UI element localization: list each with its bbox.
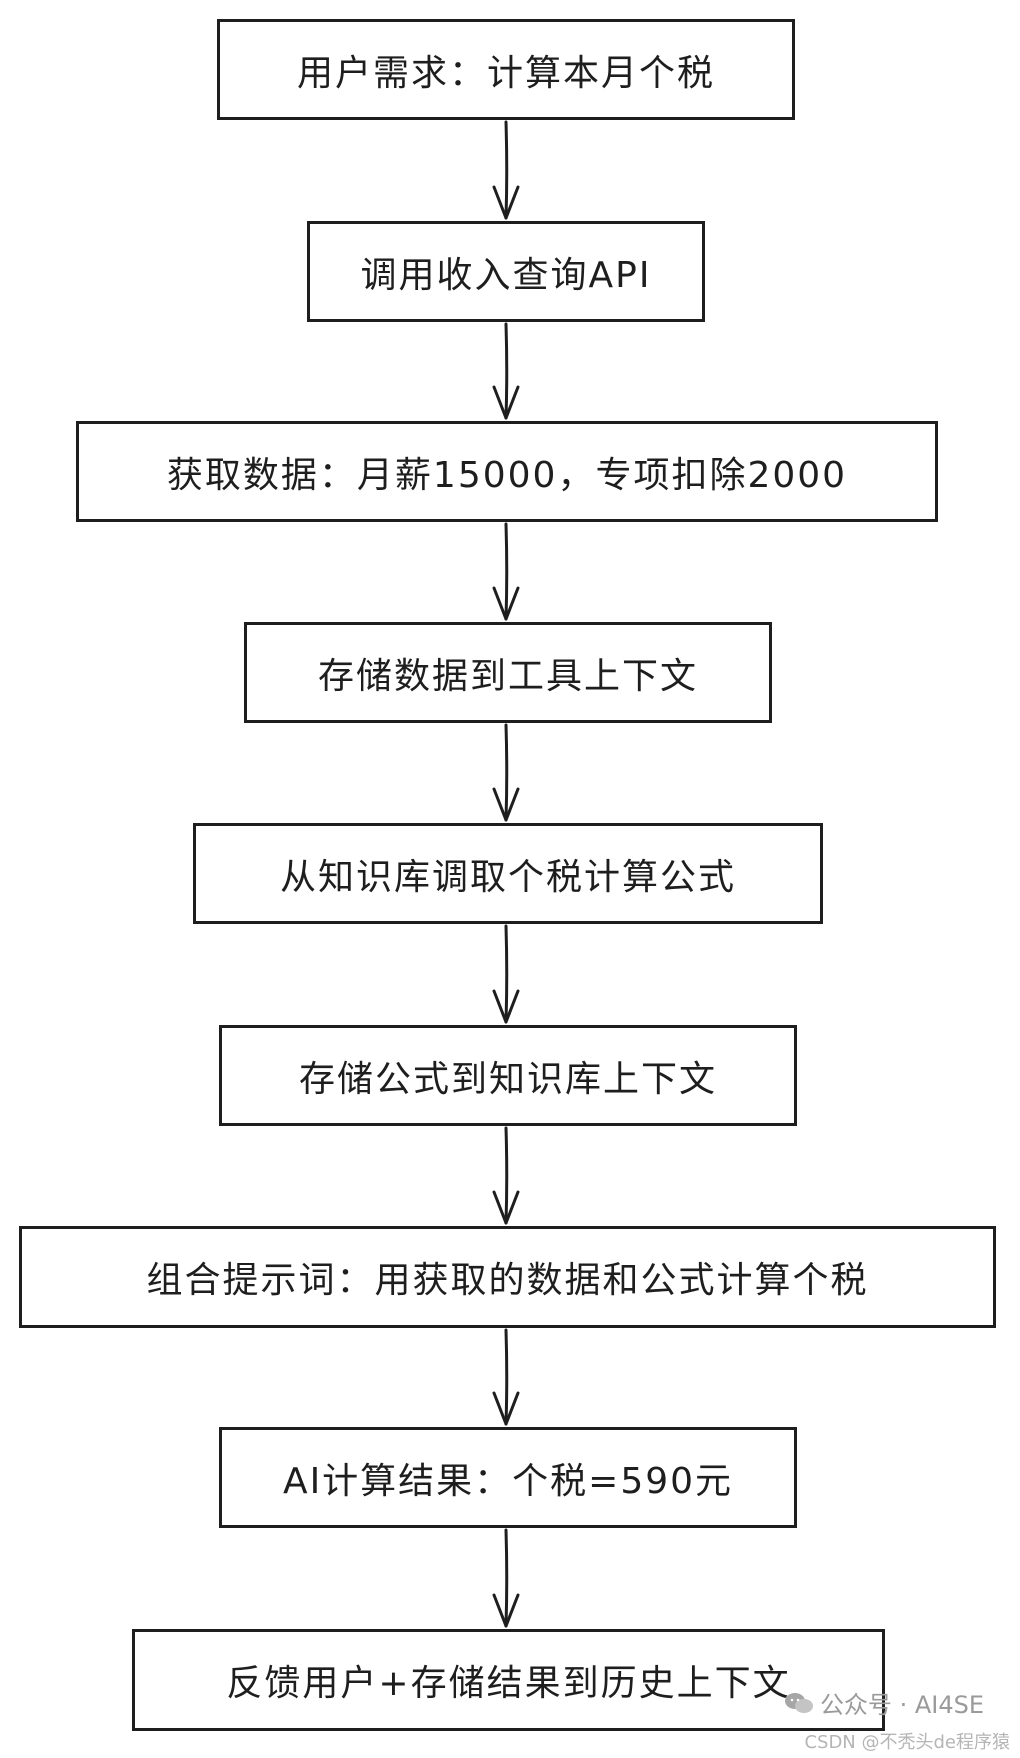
flow-step-8: AI计算结果：个税=590元 xyxy=(219,1427,797,1528)
flow-step-2-label: 调用收入查询API xyxy=(360,254,652,296)
flow-step-6: 存储公式到知识库上下文 xyxy=(219,1025,797,1126)
flow-arrow-2 xyxy=(486,322,526,421)
flow-step-9-label: 反馈用户+存储结果到历史上下文 xyxy=(226,1663,791,1704)
flow-step-6-label: 存储公式到知识库上下文 xyxy=(298,1058,717,1100)
flow-step-2: 调用收入查询API xyxy=(307,221,705,322)
flow-step-3: 获取数据：月薪15000，专项扣除2000 xyxy=(76,421,938,522)
flow-step-9: 反馈用户+存储结果到历史上下文 xyxy=(132,1629,885,1731)
watermark-account-label: 公众号 · AI4SE xyxy=(819,1691,984,1719)
flow-step-7: 组合提示词：用获取的数据和公式计算个税 xyxy=(19,1226,996,1328)
flow-arrow-6 xyxy=(486,1126,526,1226)
flow-arrow-7 xyxy=(486,1328,526,1427)
flow-step-8-label: AI计算结果：个税=590元 xyxy=(282,1460,734,1502)
flow-step-7-label: 组合提示词：用获取的数据和公式计算个税 xyxy=(146,1260,869,1301)
flow-step-5-label: 从知识库调取个税计算公式 xyxy=(279,856,736,898)
flow-arrow-1 xyxy=(486,120,526,221)
wechat-icon xyxy=(784,1691,814,1715)
flow-step-4-label: 存储数据到工具上下文 xyxy=(317,655,698,697)
wechat-watermark: 公众号 · AI4SE xyxy=(784,1685,984,1720)
flow-arrow-4 xyxy=(486,723,526,823)
flow-step-1: 用户需求：计算本月个税 xyxy=(217,19,795,120)
flow-step-4: 存储数据到工具上下文 xyxy=(244,622,772,723)
flow-arrow-5 xyxy=(486,924,526,1025)
flow-arrow-3 xyxy=(486,522,526,622)
flow-step-5: 从知识库调取个税计算公式 xyxy=(193,823,823,924)
csdn-credit: CSDN @不秃头de程序猿 xyxy=(804,1732,1010,1753)
flow-step-1-label: 用户需求：计算本月个税 xyxy=(296,52,715,94)
flow-step-3-label: 获取数据：月薪15000，专项扣除2000 xyxy=(166,454,848,496)
flow-arrow-8 xyxy=(486,1528,526,1629)
